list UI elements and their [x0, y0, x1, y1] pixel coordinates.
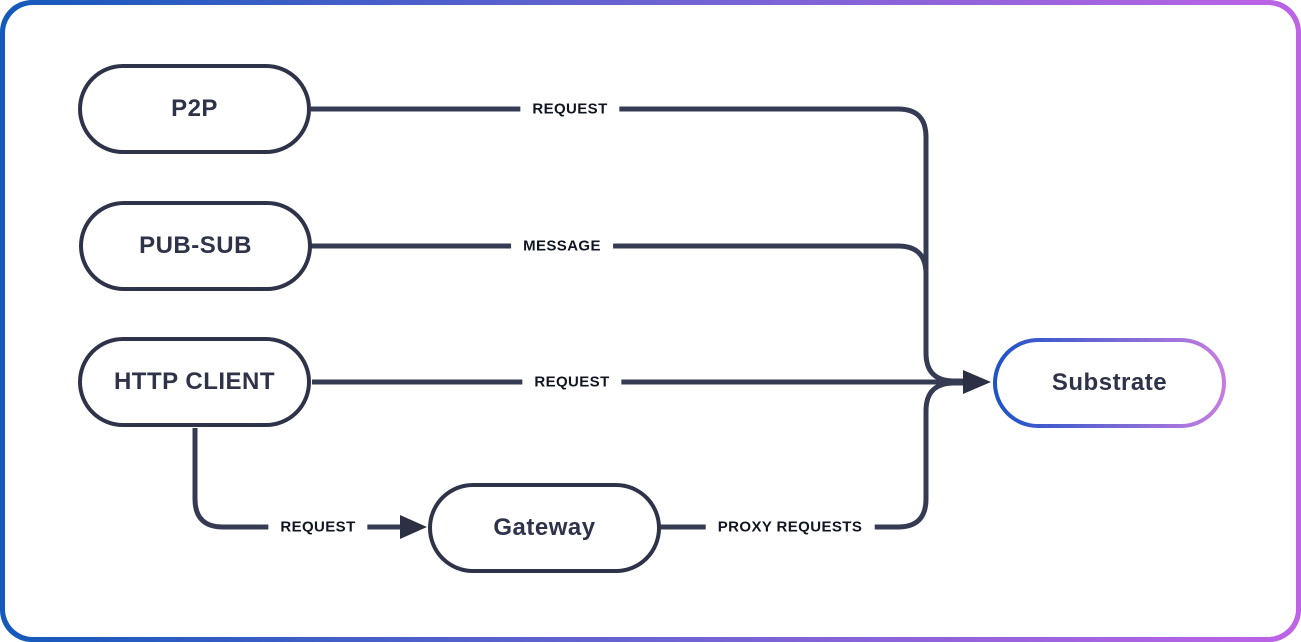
arrowhead-into-gateway	[400, 515, 427, 539]
edge-label-proxy-requests: PROXY REQUESTS	[705, 515, 875, 539]
node-substrate: Substrate	[993, 338, 1226, 428]
node-http-client-label: HTTP CLIENT	[113, 368, 276, 395]
node-pub-sub: PUB-SUB	[79, 201, 312, 291]
edge-gateway-to-substrate-line	[659, 380, 964, 530]
node-gateway: Gateway	[428, 483, 661, 573]
edge-label-p2p-request: REQUEST	[520, 97, 620, 121]
edge-label-pubsub-message: MESSAGE	[511, 234, 613, 258]
edge-label-http-request: REQUEST	[522, 370, 622, 394]
node-p2p-label: P2P	[171, 95, 218, 122]
node-http-client: HTTP CLIENT	[78, 337, 311, 427]
edge-p2p-to-substrate-line	[311, 106, 964, 384]
arrowhead-into-substrate	[963, 370, 991, 394]
edge-pubsub-to-substrate-line	[311, 243, 929, 282]
node-gateway-label: Gateway	[493, 514, 596, 541]
node-substrate-label: Substrate	[1051, 369, 1168, 396]
node-p2p: P2P	[78, 64, 311, 154]
edge-http-to-gateway-line	[192, 428, 402, 530]
edge-label-gateway-request: REQUEST	[268, 515, 368, 539]
node-pub-sub-label: PUB-SUB	[139, 232, 252, 259]
